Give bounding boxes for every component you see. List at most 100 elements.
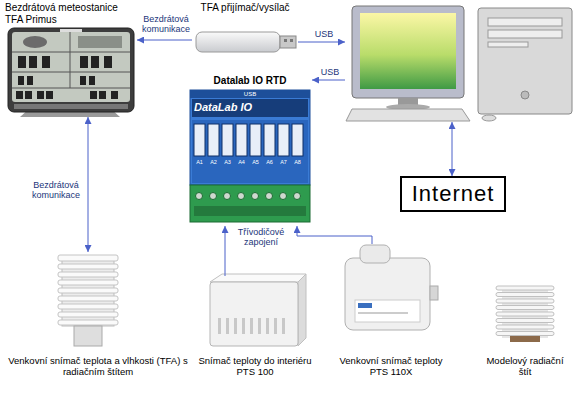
channel-label: A3 [221, 159, 234, 165]
weather-station-illustration-part [78, 36, 122, 48]
computer-illustration-part [521, 91, 529, 99]
indoor-sensor-illustration-part [266, 318, 269, 334]
computer-illustration-part [488, 30, 562, 38]
datalab-illustration-part [190, 185, 310, 222]
channel-label: A8 [291, 159, 304, 165]
datalab-illustration-part [222, 124, 233, 156]
node-text: Venkovní snímač teploty PTS 110X [332, 356, 450, 378]
outdoor-shield-illustration-part [58, 280, 118, 285]
datalab-illustration-part [264, 124, 275, 156]
weather-station-illustration-part [104, 56, 112, 68]
datalab-illustration-part [194, 124, 205, 156]
weather-station-illustration-part [18, 76, 24, 85]
computer-illustration-part [352, 6, 464, 98]
transceiver-illustration-part [284, 39, 287, 42]
radiation-shield: Modelový radiační štít [480, 282, 570, 397]
port-label: USB [238, 91, 262, 98]
indoor-sensor-illustration-part [226, 318, 229, 334]
connector-line [298, 42, 345, 43]
indoor-sensor-illustration-part [298, 274, 306, 346]
weather-station-illustration-part [14, 104, 128, 109]
outdoor-sensor-illustration-part [358, 303, 372, 308]
transceiver-illustration-part [290, 39, 293, 42]
weather-station-illustration-part [23, 36, 47, 48]
connector-line [452, 122, 453, 176]
weather-station-illustration-part [12, 32, 130, 102]
outdoor-temp-sensor: Venkovní snímač teploty PTS 110X [332, 244, 450, 397]
transceiver: TFA přijímač/vysílač [192, 2, 298, 58]
indoor-sensor-illustration-part [242, 318, 245, 334]
node-text: Snímač teploty do interiéru PTS 100 [190, 356, 320, 378]
node-text: Venkovní snímač teplota a vlhkosti (TFA)… [0, 356, 196, 378]
outdoor-sensor-illustration-part [345, 258, 430, 330]
outdoor-shield-illustration-part [58, 312, 118, 317]
indoor-sensor-illustration [210, 274, 306, 346]
weather-station-illustration-part [60, 29, 82, 32]
channel-label: A4 [235, 159, 248, 165]
computer [345, 2, 577, 122]
transceiver-illustration-part [196, 32, 280, 52]
datalab-illustration-part [196, 193, 203, 200]
transceiver-illustration [196, 32, 296, 52]
computer-illustration-part [488, 42, 528, 47]
device-label: DataLab IO [194, 101, 294, 113]
transceiver-illustration-part [280, 36, 296, 48]
outdoor-shield-illustration-part [58, 272, 118, 277]
weather-station-illustration-part [12, 52, 130, 53]
weather-station-illustration-part [91, 56, 99, 68]
indoor-sensor-illustration-part [258, 318, 261, 334]
weather-station-illustration-part [25, 91, 32, 99]
channel-label: A2 [207, 159, 220, 165]
outdoor-sensor-illustration-part [360, 245, 390, 263]
edge-label: Bezdrátová komunikace [138, 14, 194, 34]
connector-line [137, 40, 192, 41]
datalab-illustration-part [278, 124, 289, 156]
indoor-sensor-illustration-part [234, 318, 237, 334]
datalab-illustration-part [210, 193, 217, 200]
weather-station-illustration-part [29, 56, 37, 68]
computer-illustration-part [478, 8, 572, 114]
datalab-illustration-part [190, 90, 310, 98]
indoor-sensor-illustration-part [274, 318, 277, 334]
outdoor-sensor-illustration-part [430, 286, 438, 300]
wiring-note: Třívodičové zapojení [229, 227, 293, 247]
model-shield-illustration-part [496, 312, 554, 316]
computer-illustration [346, 6, 572, 121]
model-shield-illustration-part [496, 325, 554, 329]
outdoor-shield-illustration-part [74, 326, 102, 346]
weather-station-illustration-part [12, 88, 130, 89]
datalab-illustration-part [224, 193, 231, 200]
node-text: Bezdrátová meteostanice TFA Primus [5, 2, 133, 25]
computer-illustration-part [488, 18, 562, 26]
model-shield-illustration-part [496, 299, 554, 303]
channel-label: A6 [263, 159, 276, 165]
datalab-illustration-part [192, 99, 308, 117]
node-text: Internet [402, 178, 504, 210]
weather-station-illustration-part [18, 56, 26, 68]
weather-station-illustration-part [90, 91, 97, 99]
indoor-sensor-illustration-part [210, 282, 298, 346]
datalab-illustration-part [208, 124, 219, 156]
outdoor-sensor: Venkovní snímač teplota a vlhkosti (TFA)… [0, 252, 196, 397]
computer-illustration-part [346, 109, 470, 121]
datalab-illustration-part [252, 193, 259, 200]
model-shield-illustration-part [496, 306, 554, 310]
edge-label: Bezdrátová komunikace [26, 180, 86, 200]
weather-station-illustration-part [99, 91, 106, 99]
weather-station-illustration-part [37, 91, 44, 99]
internet-box: Internet [400, 176, 506, 212]
weather-station-illustration-part [80, 56, 88, 68]
computer-illustration-part [360, 13, 456, 89]
outdoor-sensor-illustration-part [358, 312, 408, 314]
indoor-sensor-illustration-part [282, 318, 285, 334]
connector-line [297, 226, 372, 244]
datalab-illustration-part [236, 124, 247, 156]
connector-line [88, 117, 89, 252]
model-shield-illustration-part [496, 332, 554, 336]
node-text: Datalab IO RTD [188, 75, 312, 87]
weather-station-illustration-part [12, 72, 130, 73]
indoor-sensor-illustration-part [250, 318, 253, 334]
channel-label: A1 [193, 159, 206, 165]
weather-station: Bezdrátová meteostanice TFA Primus [3, 2, 137, 117]
